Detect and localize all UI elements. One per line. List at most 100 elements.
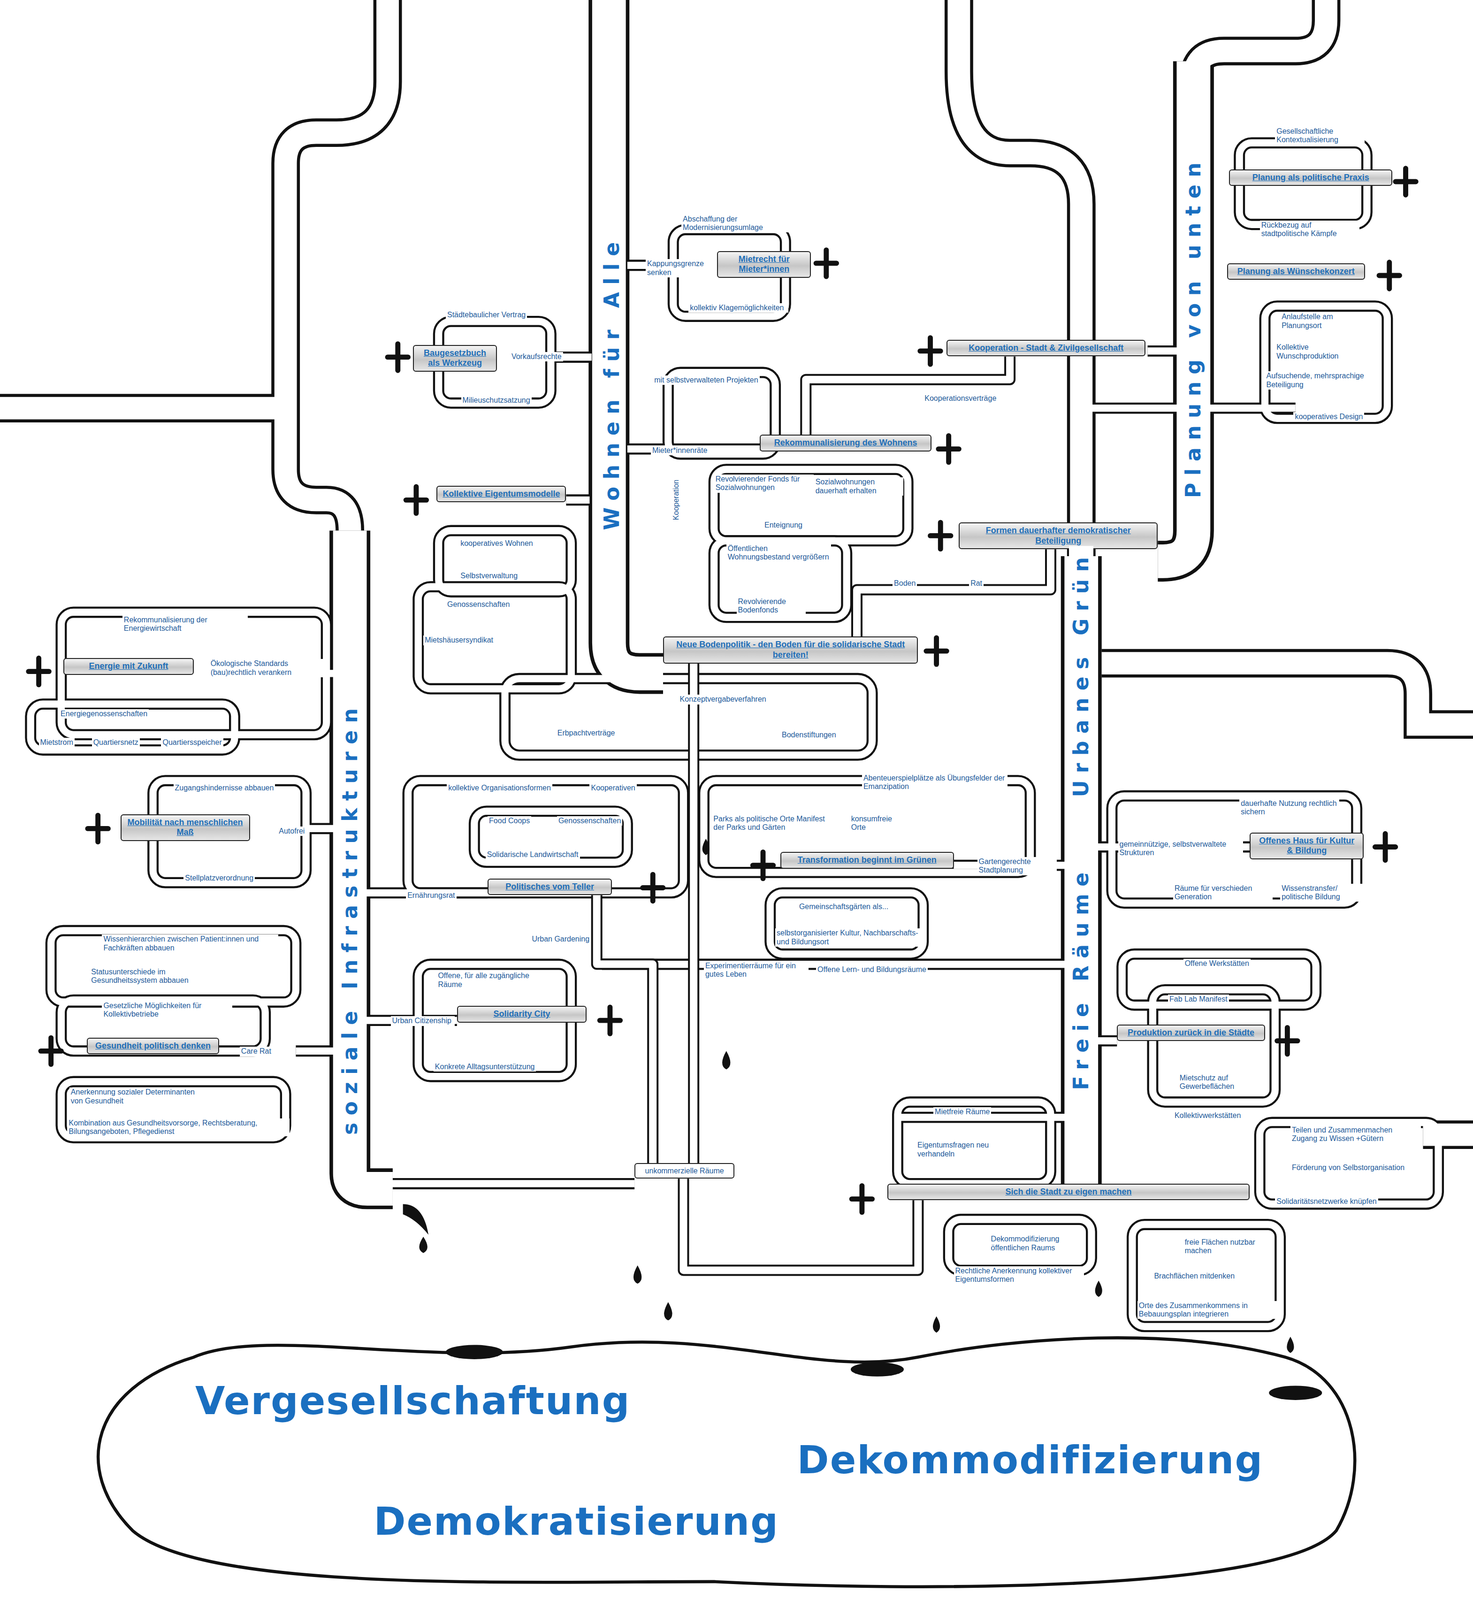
pipe-label: Mieter*innenräte	[650, 445, 709, 456]
pipe-outer	[596, 894, 654, 1163]
pipe-label: freie Flächen nutzbar machen	[1183, 1237, 1258, 1256]
pipe-label: Sozialwohnungen dauerhaft erhalten	[814, 477, 904, 496]
node-title: Neue Bodenpolitik - den Boden für die so…	[668, 639, 913, 660]
pipe-label: Kooperation	[671, 478, 681, 522]
node-title: Solidarity City	[462, 1008, 581, 1020]
node-title: Produktion zurück in die Städte	[1122, 1027, 1260, 1038]
pipe-label: Kooperationsverträge	[923, 393, 998, 404]
node-title: Offenes Haus für Kultur & Bildung	[1255, 835, 1359, 856]
pipe-label: Milieuschutzsatzung	[461, 395, 532, 405]
node-title: Gesundheit politisch denken	[92, 1040, 214, 1052]
puddle-outline	[98, 1337, 1355, 1587]
tap	[851, 1185, 872, 1213]
pipe-connector	[693, 663, 695, 1164]
valve-box: Neue Bodenpolitik - den Boden für die so…	[663, 636, 918, 664]
pipe-label: Kappungsgrenze senken	[645, 259, 712, 278]
pipe-label: Erbpachtverträge	[556, 728, 617, 738]
trunk-label: Wohnen für Alle	[599, 231, 625, 535]
valve-box: Planung als Wünschekonzert	[1227, 263, 1365, 281]
pipe-label: Kollektive Wunschproduktion	[1274, 342, 1365, 361]
pipe-inner	[596, 894, 654, 1163]
pipe-label: Quartiersnetz	[91, 737, 140, 748]
pipe-label: Anlaufstelle am Planungsort	[1280, 312, 1365, 331]
valve-box: Rekommunalisierung des Wohnens	[759, 434, 932, 452]
tap	[87, 815, 108, 842]
node-title: Transformation beginnt im Grünen	[786, 854, 949, 866]
pipe-label: Orte des Zusammenkommens in Bebauungspla…	[1137, 1300, 1283, 1320]
pipe-label: Offene, für alle zugängliche Räume	[436, 970, 542, 990]
pipe-label: Vorkaufsrechte	[510, 351, 564, 362]
node-title: Rekommunalisierung des Wohnens	[765, 437, 926, 449]
node-title: Sich die Stadt zu eigen machen	[892, 1186, 1245, 1198]
main-pipe-inner	[0, 0, 1473, 1135]
pipe-label: Gesellschaftliche Kontextualisierung	[1274, 126, 1365, 146]
tap	[40, 1037, 62, 1065]
pipe-label: Gesetzliche Möglichkeiten für Kollektivb…	[101, 1000, 233, 1020]
pipe-label: Kollektivwerkstätten	[1173, 1110, 1243, 1121]
pipe-inner	[689, 663, 698, 1164]
pipe-outer	[856, 549, 1051, 637]
pipe-label: Enteignung	[763, 520, 804, 530]
taps	[28, 168, 1416, 1213]
valve-box: Formen dauerhafter demokratischer Beteil…	[958, 522, 1158, 550]
pipe-label: kooperatives Design	[1293, 412, 1365, 422]
pipe-label: Räume für verschieden Generation	[1173, 883, 1274, 902]
pipe-label: Gemeinschaftsgärten als...	[797, 901, 890, 912]
pipe-label: Städtebaulicher Vertrag	[445, 310, 527, 320]
valve-box: Solidarity City	[457, 1005, 587, 1023]
pipe-connector	[805, 356, 1010, 436]
pipe-label: Brachflächen mitdenken	[1152, 1271, 1237, 1281]
pipe-label: Genossenschaften	[557, 816, 623, 826]
node-title: Energie mit Zukunft	[68, 661, 189, 672]
valve-box: Baugesetzbuch als Werkzeug	[412, 344, 497, 372]
node-title: Baugesetzbuch als Werkzeug	[418, 348, 491, 369]
pipe-inner	[683, 1178, 919, 1270]
pipe-label: kollektiv Klagemöglichkeiten	[688, 303, 789, 313]
pipe-label: Urban Citizenship	[390, 1015, 455, 1026]
valve-box: Kollektive Eigentumsmodelle	[436, 485, 566, 503]
pipes-inner	[0, 0, 1473, 1327]
tap	[926, 637, 947, 665]
pipe-label: Genossenschaften	[445, 599, 512, 610]
valve-box: Politisches vom Teller	[487, 878, 612, 896]
node-title: Kollektive Eigentumsmodelle	[442, 488, 561, 500]
pipe-label: Rückbezug auf stadtpolitische Kämpfe	[1259, 220, 1360, 239]
pipe-label: Gartengerechte Stadtplanung	[977, 856, 1057, 876]
pipe-label: Öffentlichen Wohnungsbestand vergrößern	[726, 543, 832, 563]
small-pipe-inner	[30, 142, 1439, 1327]
pipe-label: Mietstrom	[38, 737, 75, 748]
tap	[642, 874, 664, 901]
tap	[752, 851, 773, 879]
node-title: Mobilität nach menschlichen Maß	[126, 817, 245, 838]
tap	[938, 435, 959, 463]
tap	[920, 337, 941, 365]
node-title: unkommerzielle Räume	[640, 1166, 729, 1176]
pipe-label: Aufsuchende, mehrsprachige Beteiligung	[1265, 371, 1375, 390]
pipe-label: Fab Lab Manifest	[1167, 994, 1229, 1004]
pipe-label: Solidarische Landwirtschaft	[485, 849, 581, 860]
valve-box: Energie mit Zukunft	[63, 657, 194, 675]
tap	[930, 522, 951, 550]
pipe-label: Energiegenossenschaften	[59, 709, 149, 719]
pipe-label: dauerhafte Nutzung rechtlich sichern	[1239, 798, 1340, 817]
pipe-label: Urban Gardening	[530, 934, 591, 944]
tap	[1374, 833, 1396, 861]
pipe-label: Ernährungsrat	[405, 890, 457, 901]
small-pipe	[30, 142, 1439, 1327]
valve-box: Planung als politische Praxis	[1228, 169, 1393, 187]
pipe-label: kooperatives Wohnen	[458, 538, 535, 549]
pipe-connector	[683, 1178, 919, 1270]
drips	[403, 838, 1323, 1400]
valve-box: Gesundheit politisch denken	[86, 1037, 220, 1055]
node-title: Mietrecht für Mieter*innen	[722, 254, 806, 275]
node-title: Planung als Wünschekonzert	[1232, 266, 1359, 277]
pipe-outer	[683, 1178, 919, 1270]
pipe-label: Konzeptvergabeverfahren	[678, 694, 768, 704]
pool-heading: Demokratisierung	[372, 1499, 781, 1543]
node-title: Formen dauerhafter demokratischer Beteil…	[964, 525, 1153, 546]
valve-box: Kooperation - Stadt & Zivilgesellschaft	[946, 339, 1146, 357]
main-pipe	[0, 0, 1473, 1135]
pipe-label: Konkrete Alltagsunterstützung	[433, 1061, 537, 1072]
pipe-label: Offene Lern- und Bildungsräume	[816, 964, 928, 975]
